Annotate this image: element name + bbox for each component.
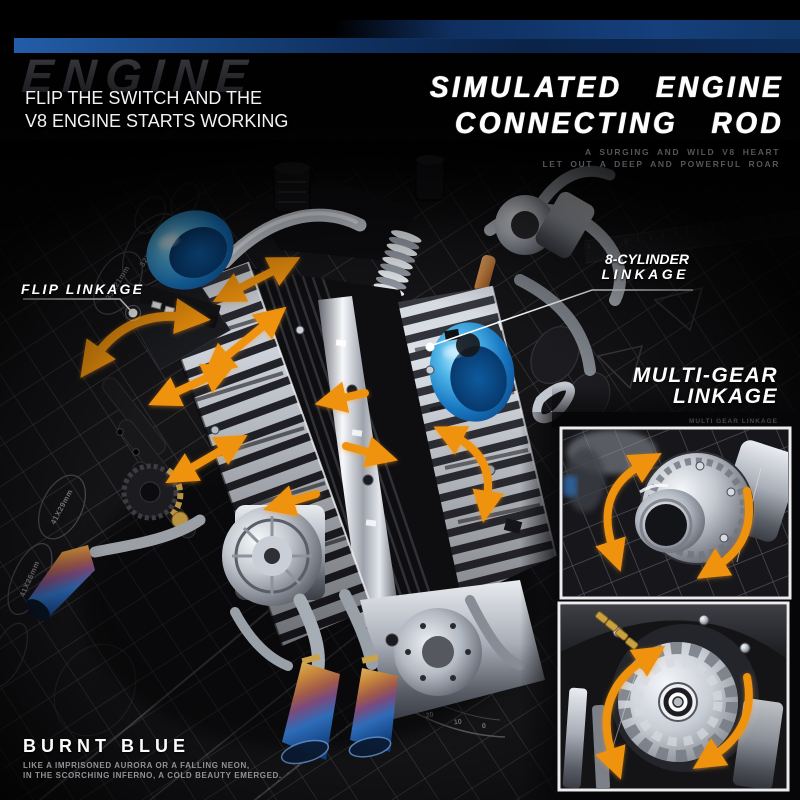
rotation-arrow-icon bbox=[595, 645, 666, 780]
inset-photo-gear-linkage-2 bbox=[557, 601, 790, 792]
rotation-arrow-icon bbox=[696, 487, 753, 579]
rotation-arrow-icon bbox=[595, 453, 662, 572]
rotation-arrow-icon bbox=[692, 673, 753, 769]
inset-photo-gear-linkage-1 bbox=[559, 426, 792, 600]
